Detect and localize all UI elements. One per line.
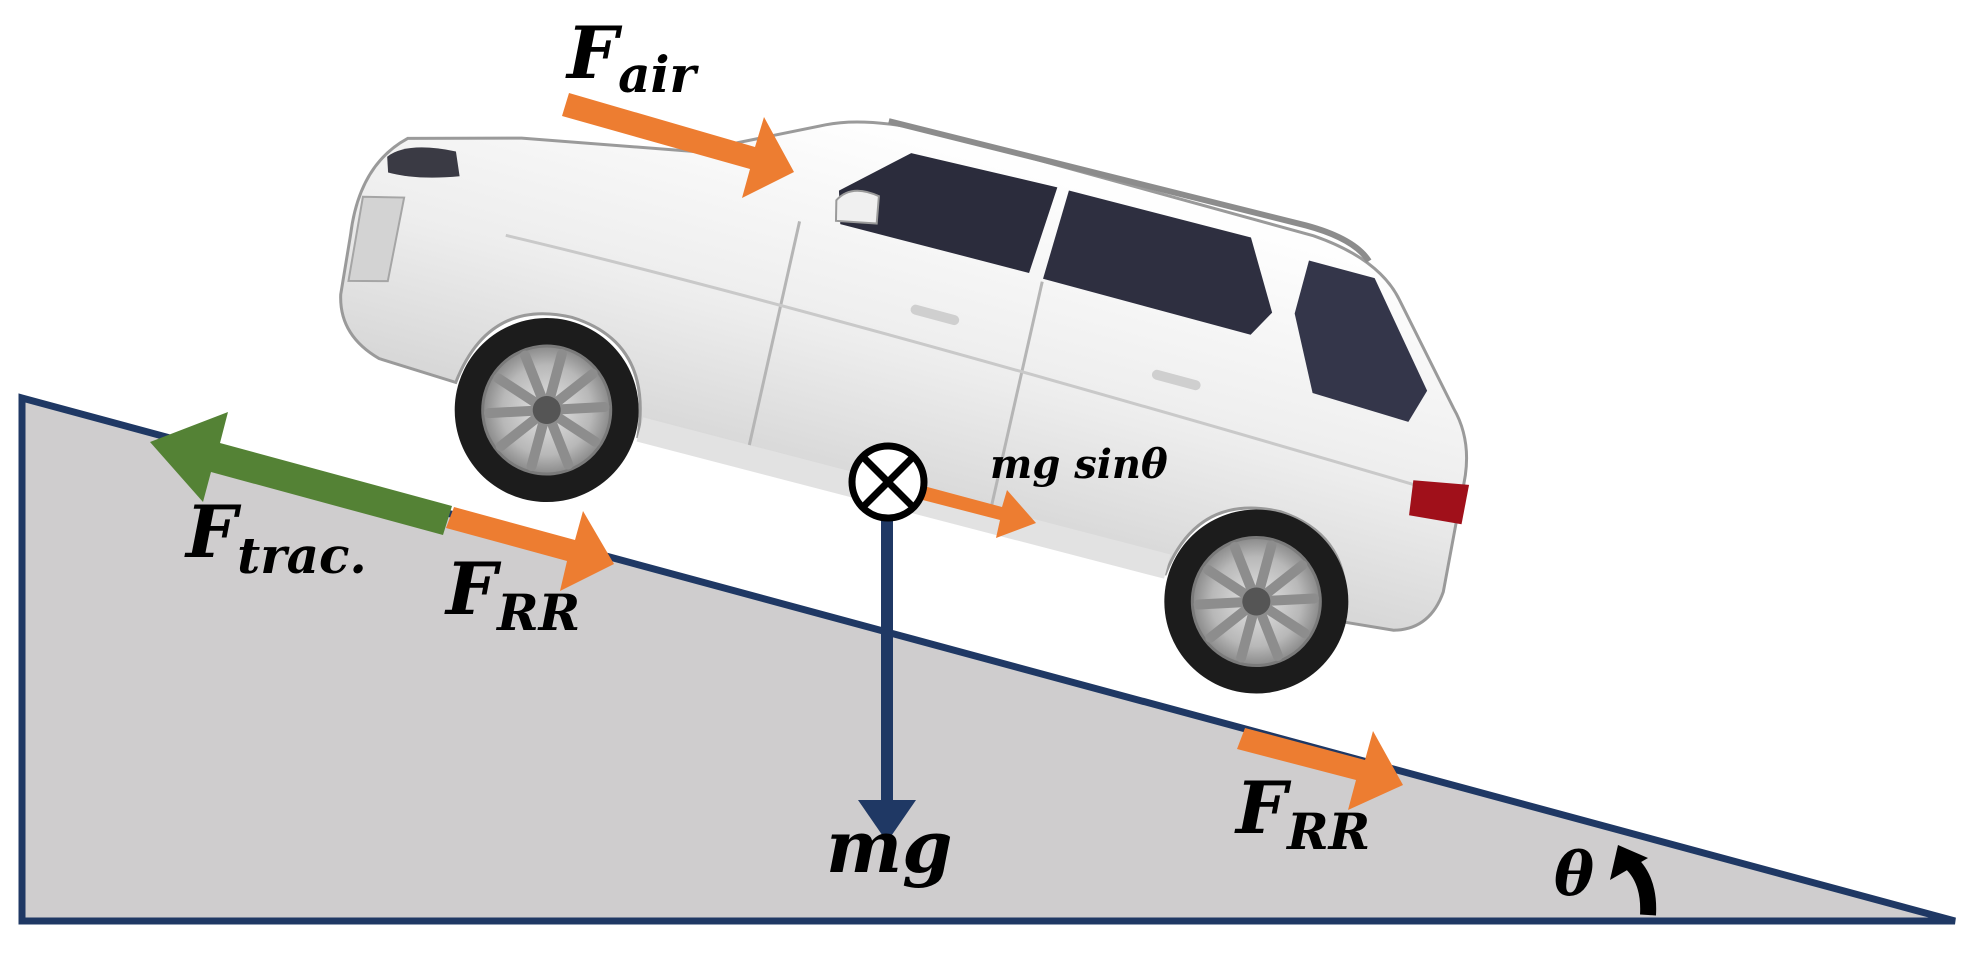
- door-line-rear: [987, 281, 1044, 520]
- traction-arrow: [150, 412, 452, 535]
- air-drag-arrow: [562, 93, 794, 198]
- middle-window: [1043, 190, 1273, 335]
- curved-arrow-icon: [1610, 845, 1657, 916]
- front-window: [838, 153, 1058, 273]
- f-rr-front-label: FRR: [1234, 765, 1370, 861]
- mg-label: mg: [826, 804, 953, 889]
- gravity-arrow: [858, 485, 916, 842]
- rolling-resistance-arrow-front: [1237, 728, 1403, 810]
- door-handle-front: [910, 304, 960, 326]
- headlight: [387, 147, 460, 178]
- front-wheel: [454, 318, 639, 503]
- mg-sin-theta-arrow: [915, 485, 1036, 538]
- front-grille: [347, 195, 406, 283]
- rear-window: [1294, 260, 1428, 422]
- circle-cross-icon: [848, 442, 928, 522]
- rolling-resistance-arrow-rear: [446, 507, 614, 591]
- theta-label: θ: [1554, 840, 1594, 910]
- roof-rail: [888, 118, 1372, 263]
- body-crease: [505, 233, 1452, 497]
- door-handle-rear: [1151, 369, 1201, 391]
- rear-wheel: [1164, 509, 1349, 694]
- tail-light: [1409, 480, 1470, 525]
- door-line-front: [746, 221, 802, 452]
- mg-sin-theta-label: mg sinθ: [990, 441, 1168, 488]
- f-rr-rear-label: FRR: [444, 546, 580, 642]
- f-trac-label: Ftrac.: [184, 489, 367, 585]
- side-mirror: [834, 189, 880, 225]
- f-air-label: Fair: [565, 10, 700, 104]
